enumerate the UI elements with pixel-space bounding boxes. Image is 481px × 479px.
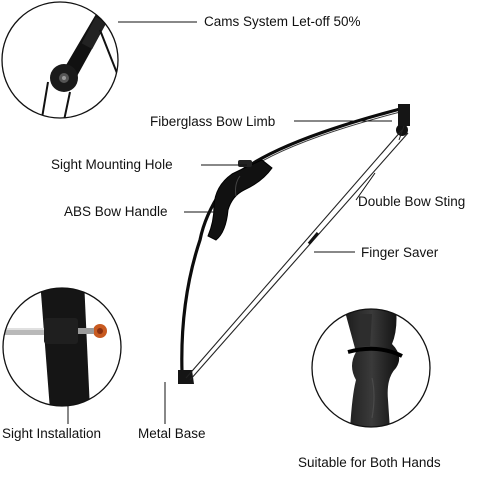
- label-finger-saver: Finger Saver: [361, 245, 439, 260]
- label-abs-bow-handle: ABS Bow Handle: [64, 204, 168, 219]
- sight-installation-circle: [2, 287, 122, 407]
- cams-detail-circle: [1, 1, 119, 119]
- label-sight-installation: Sight Installation: [2, 426, 102, 441]
- bow-string-1: [185, 129, 403, 379]
- bow-limb: [180, 106, 405, 373]
- grip-detail-circle: [311, 308, 431, 428]
- label-sight-mounting-hole: Sight Mounting Hole: [51, 157, 173, 172]
- label-metal-base: Metal Base: [138, 426, 206, 441]
- label-fiberglass-limb: Fiberglass Bow Limb: [150, 114, 276, 129]
- bow: [178, 104, 410, 384]
- bow-handle: [207, 159, 273, 241]
- label-suitable-both-hands: Suitable for Both Hands: [298, 455, 441, 470]
- bow-string-2: [189, 132, 409, 381]
- finger-saver: [307, 231, 320, 245]
- label-double-bow-string: Double Bow Sting: [358, 194, 466, 209]
- label-cams-system: Cams System Let-off 50%: [204, 14, 361, 29]
- sight-mount: [238, 160, 252, 167]
